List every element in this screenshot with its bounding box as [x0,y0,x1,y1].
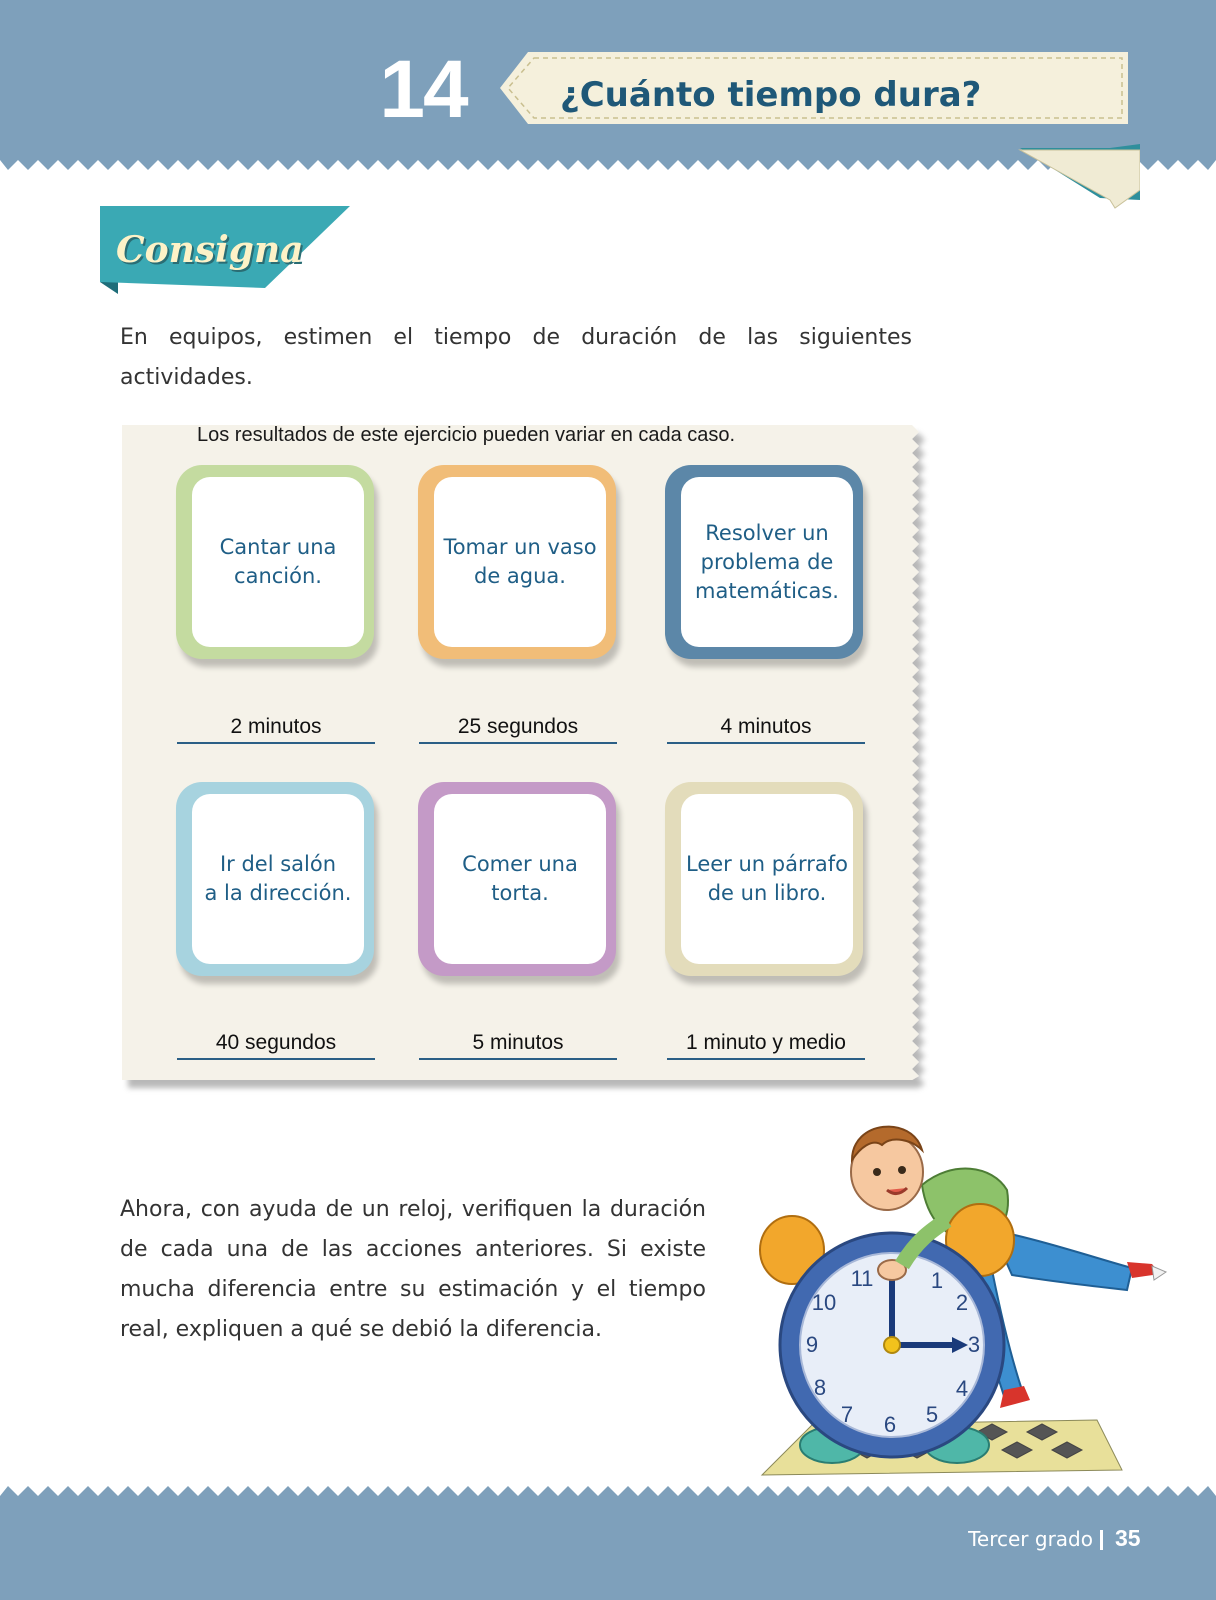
activity-label: Comer una torta. [462,852,578,905]
answer-line[interactable]: 5 minutos [419,1026,617,1060]
page-number: 35 [1115,1525,1141,1551]
activity-label: Cantar una canción. [219,535,337,588]
activity-label: Resolver un problema de matemáticas. [695,520,839,603]
svg-text:11: 11 [851,1266,874,1291]
answer-line[interactable]: 25 segundos [419,710,617,744]
svg-text:8: 8 [814,1375,826,1400]
footer-separator [1100,1530,1103,1550]
activity-label: Ir del salón a la dirección. [204,852,352,905]
svg-text:1: 1 [931,1268,943,1293]
answer-line[interactable]: 40 segundos [177,1026,375,1060]
svg-text:10: 10 [812,1290,836,1315]
answer-line[interactable]: 4 minutos [667,710,865,744]
worksheet-note: Los resultados de este ejercicio pueden … [197,424,736,446]
svg-text:3: 3 [968,1332,980,1357]
boy-with-alarm-clock-icon: 11 12 1 2 10 9 3 8 4 7 6 5 [759,1125,1168,1476]
lesson-number: 14 [379,44,468,135]
svg-text:4: 4 [956,1376,968,1401]
svg-text:6: 6 [884,1412,896,1437]
activity-card: Tomar un vaso de agua. [418,465,616,659]
svg-text:5: 5 [926,1402,938,1427]
svg-text:7: 7 [841,1402,853,1427]
footer-grade: Tercer grado [968,1527,1093,1551]
activity-card: Cantar una canción. [176,465,374,659]
lesson-title: ¿Cuánto tiempo dura? [560,75,982,115]
instruction-text: En equipos, estimen el tiempo de duració… [120,325,912,390]
answer-line[interactable]: 2 minutos [177,710,375,744]
title-ribbon [500,52,1140,209]
svg-text:9: 9 [806,1332,818,1357]
closing-text: Ahora, con ayuda de un reloj, verifiquen… [120,1197,706,1342]
footer-band [0,1486,1216,1600]
activity-label: Leer un párrafo de un libro. [686,852,848,905]
answer-line[interactable]: 1 minuto y medio [667,1026,865,1060]
activity-card: Leer un párrafo de un libro. [665,782,863,976]
activity-label: Tomar un vaso de agua. [443,535,597,588]
svg-text:2: 2 [956,1290,968,1315]
activity-card: Ir del salón a la dirección. [176,782,374,976]
consigna-label: Consigna [116,229,304,271]
activity-card: Comer una torta. [418,782,616,976]
activity-card: Resolver un problema de matemáticas. [665,465,863,659]
consigna-tab [100,206,350,294]
